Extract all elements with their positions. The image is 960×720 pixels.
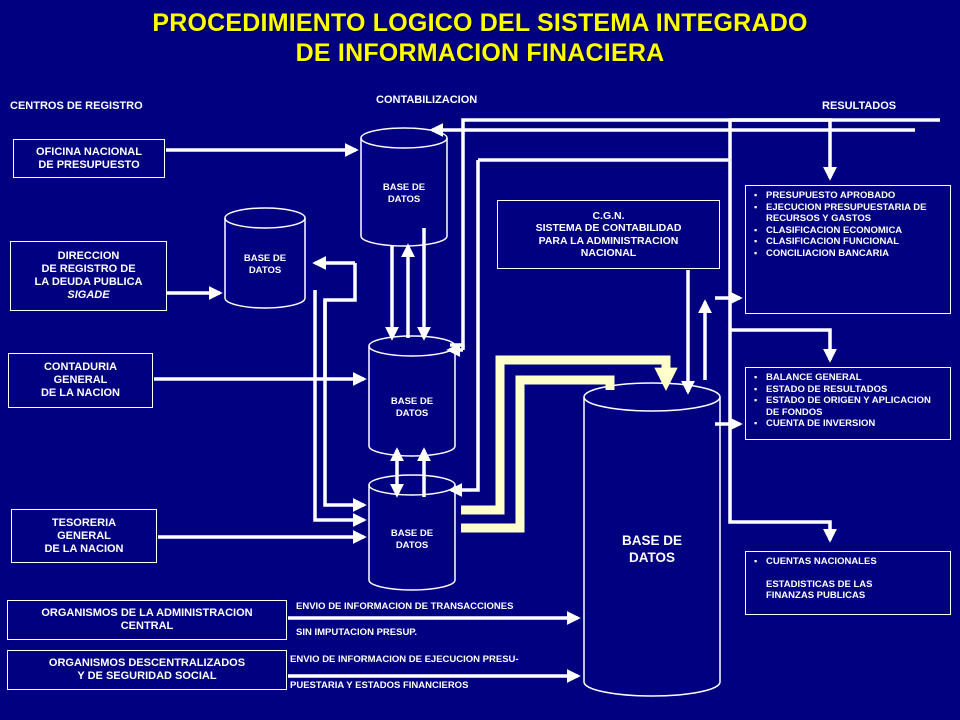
cgn-line: SISTEMA DE CONTABILIDAD [535,222,682,234]
db-label-line: BASE DE [621,533,682,548]
source-direccion-deuda-publica: DIRECCION DE REGISTRO DE LA DEUDA PUBLIC… [10,241,167,311]
results-box-cuentas-nacionales: CUENTAS NACIONALES ESTADISTICAS DE LAS F… [745,551,951,615]
result-item: ESTADO DE RESULTADOS [754,384,944,396]
result-plain-line: ESTADISTICAS DE LAS [766,578,873,590]
result-item: CUENTAS NACIONALES [754,556,944,568]
source-line: TESORERIA [51,516,117,529]
source-line: DE PRESUPUESTO [38,158,140,171]
db-label-line: BASE DE [243,253,287,264]
diagram-title-line-1: PROCEDIMIENTO LOGICO DEL SISTEMA INTEGRA… [152,9,808,37]
database-middle-label: BASE DE DATOS [369,396,455,420]
source-line: ORGANISMOS DESCENTRALIZADOS [48,657,246,669]
header-centros-de-registro: CENTROS DE REGISTRO [10,100,143,112]
database-left-label: BASE DE DATOS [225,253,305,277]
result-item: EJECUCION PRESUPUESTARIA DE RECURSOS Y G… [754,202,944,225]
results-box-presupuesto: PRESUPUESTO APROBADO EJECUCION PRESUPUES… [745,185,951,314]
diagram-title-line-2: DE INFORMACION FINACIERA [295,39,665,67]
source-line: SIGADE [67,289,110,301]
result-item: CLASIFICACION FUNCIONAL [754,236,944,248]
source-line: DE REGISTRO DE [41,263,136,275]
source-oficina-presupuesto: OFICINA NACIONAL DE PRESUPUESTO [13,139,165,178]
flow-label-transacciones: ENVIO DE INFORMACION DE TRANSACCIONES [296,601,514,612]
result-item: ESTADO DE ORIGEN Y APLICACION DE FONDOS [754,395,944,418]
result-item: CUENTA DE INVERSION [754,418,944,430]
source-line: OFICINA NACIONAL [36,145,142,158]
cgn-line: C.G.N. [592,209,625,222]
cgn-system-box: C.G.N. SISTEMA DE CONTABILIDAD PARA LA A… [497,200,720,269]
db-label-line: DATOS [387,194,421,205]
result-plain-line: FINANZAS PUBLICAS [766,590,866,601]
source-organismos-descentralizados: ORGANISMOS DESCENTRALIZADOS Y DE SEGURID… [7,650,287,690]
source-line: CONTADURIA [43,361,118,373]
source-line: GENERAL [53,374,108,386]
source-line: DIRECCION [57,250,120,262]
result-item: CONCILIACION BANCARIA [754,248,944,260]
source-line: GENERAL [57,529,111,542]
database-top-label: BASE DE DATOS [361,182,447,206]
source-line: LA DEUDA PUBLICA [34,276,143,288]
cgn-line: PARA LA ADMINISTRACION [538,234,679,247]
db-label-line: DATOS [628,550,675,565]
db-label-line: BASE DE [382,182,426,193]
database-cylinder-left [224,207,306,309]
flow-label-ejecucion: ENVIO DE INFORMACION DE EJECUCION PRESU- [290,654,519,665]
source-organismos-administracion-central: ORGANISMOS DE LA ADMINISTRACION CENTRAL [7,600,287,640]
db-label-line: BASE DE [390,396,434,407]
source-line: ORGANISMOS DE LA ADMINISTRACION [41,607,253,619]
result-item: CLASIFICACION ECONOMICA [754,225,944,237]
result-item: BALANCE GENERAL [754,372,944,384]
db-label-line: DATOS [395,540,429,551]
flow-label-estados-financieros: PUESTARIA Y ESTADOS FINANCIEROS [290,680,469,691]
header-contabilizacion: CONTABILIZACION [376,94,478,106]
source-contaduria-general: CONTADURIA GENERAL DE LA NACION [8,353,153,408]
database-cylinder-main [583,382,721,697]
flow-label-sin-imputacion: SIN IMPUTACION PRESUP. [296,627,418,638]
results-box-estados: BALANCE GENERAL ESTADO DE RESULTADOS EST… [745,367,951,440]
db-label-line: BASE DE [390,528,434,539]
source-line: Y DE SEGURIDAD SOCIAL [77,670,217,682]
db-label-line: DATOS [395,408,429,419]
database-main-label: BASE DE DATOS [584,532,720,566]
internal-arrows [312,118,940,543]
source-line: DE LA NACION [40,387,121,399]
cgn-line: NACIONAL [580,247,637,259]
source-line: DE LA NACION [44,542,124,555]
db-label-line: DATOS [248,265,282,276]
database-lower-label: BASE DE DATOS [369,528,455,552]
source-arrows [154,143,581,683]
highlight-arrows [461,355,678,533]
result-item: PRESUPUESTO APROBADO [754,190,944,202]
source-tesoreria-general: TESORERIA GENERAL DE LA NACION [11,509,157,563]
header-resultados: RESULTADOS [822,100,897,112]
source-line: CENTRAL [120,620,174,632]
